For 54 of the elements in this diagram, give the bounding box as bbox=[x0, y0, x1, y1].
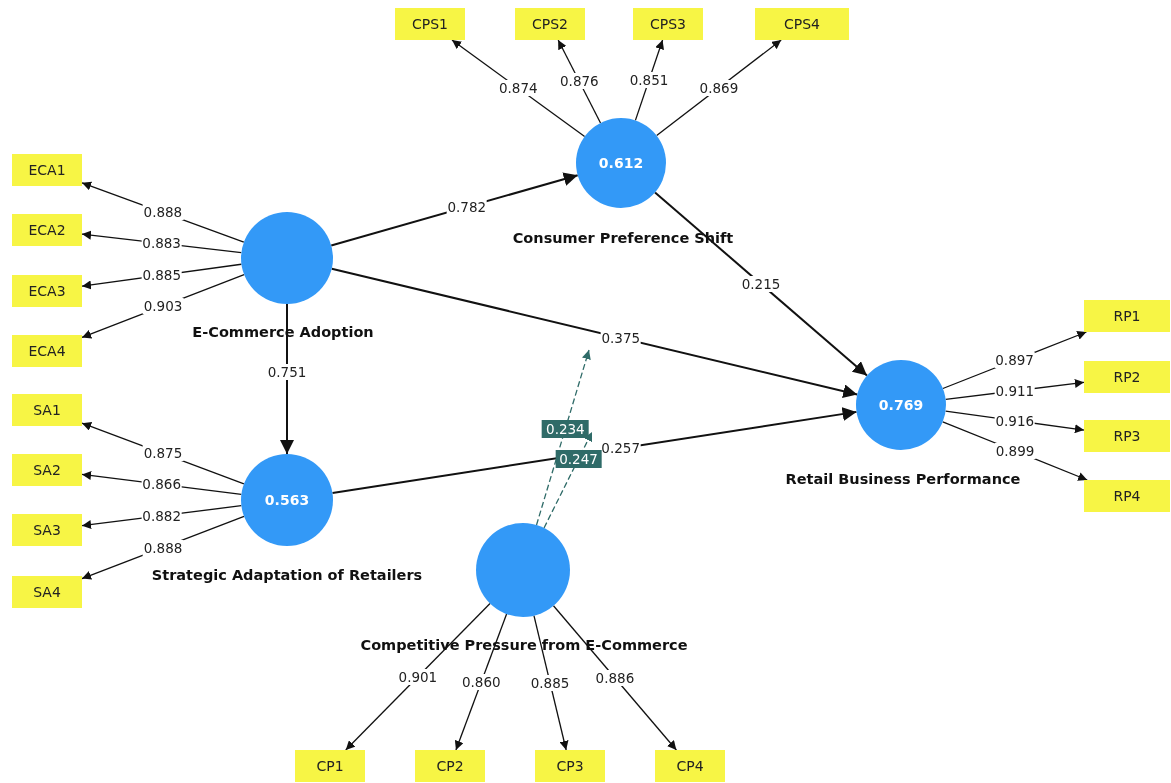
arrow bbox=[654, 191, 868, 377]
edge-label: 0.247 bbox=[555, 449, 602, 468]
r-squared-value: 0.612 bbox=[597, 155, 645, 171]
r-squared-value: 0.769 bbox=[877, 397, 925, 413]
indicator-box: ECA4 bbox=[12, 335, 82, 367]
edge-label: 0.901 bbox=[397, 668, 439, 685]
arrow bbox=[345, 602, 491, 751]
arrow bbox=[280, 303, 294, 455]
edge-label: 0.876 bbox=[559, 73, 600, 90]
indicator-box: CP1 bbox=[295, 750, 365, 782]
indicator-box: SA3 bbox=[12, 514, 82, 546]
indicator-box: ECA1 bbox=[12, 154, 82, 186]
r-squared-value: 0.563 bbox=[263, 492, 311, 508]
indicator-box: CPS1 bbox=[395, 8, 465, 40]
edge-label: 0.875 bbox=[142, 445, 184, 462]
indicator-box: RP1 bbox=[1084, 300, 1170, 332]
arrow bbox=[552, 605, 677, 751]
indicator-box: CP4 bbox=[655, 750, 725, 782]
moderating-effect-arrow bbox=[535, 349, 591, 526]
indicator-box: CP3 bbox=[535, 750, 605, 782]
construct-name: Retail Business Performance bbox=[785, 471, 1021, 487]
moderating-effect-arrow bbox=[543, 431, 593, 529]
edge-label: 0.751 bbox=[266, 363, 308, 380]
edge-label: 0.851 bbox=[628, 72, 670, 89]
indicator-box: CPS2 bbox=[515, 8, 585, 40]
indicator-box: RP2 bbox=[1084, 361, 1170, 393]
edge-label: 0.885 bbox=[529, 674, 571, 691]
indicator-box: ECA3 bbox=[12, 275, 82, 307]
edge-label: 0.897 bbox=[994, 352, 1035, 369]
edge-label: 0.903 bbox=[142, 298, 184, 314]
indicator-box: SA2 bbox=[12, 454, 82, 486]
construct-name: Strategic Adaptation of Retailers bbox=[151, 567, 423, 583]
indicator-box: CPS3 bbox=[633, 8, 703, 40]
edge-label: 0.860 bbox=[460, 674, 502, 690]
indicator-box: RP3 bbox=[1084, 420, 1170, 452]
edge-label: 0.886 bbox=[594, 669, 636, 686]
edge-label: 0.888 bbox=[142, 204, 184, 221]
indicator-box: SA1 bbox=[12, 394, 82, 426]
indicator-box: RP4 bbox=[1084, 480, 1170, 512]
indicator-box: ECA2 bbox=[12, 214, 82, 246]
edge-label: 0.782 bbox=[446, 198, 488, 215]
indicator-box: CPS4 bbox=[755, 8, 849, 40]
edge-label: 0.215 bbox=[740, 276, 782, 292]
edge-label: 0.899 bbox=[994, 442, 1036, 459]
indicator-box: SA4 bbox=[12, 576, 82, 608]
arrow bbox=[330, 267, 859, 399]
edge-label: 0.869 bbox=[698, 79, 740, 96]
edge-label: 0.375 bbox=[600, 329, 642, 346]
arrow bbox=[454, 613, 508, 751]
indicator-box: CP2 bbox=[415, 750, 485, 782]
edge-label: 0.888 bbox=[142, 539, 184, 556]
arrow bbox=[533, 615, 569, 751]
edge-label: 0.874 bbox=[497, 80, 539, 97]
edge-label: 0.234 bbox=[542, 419, 589, 438]
